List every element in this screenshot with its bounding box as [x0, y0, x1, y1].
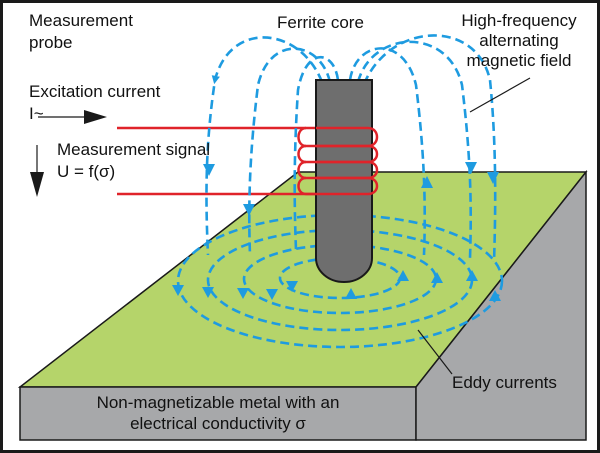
excitation-symbol: I~ [29, 104, 44, 123]
excitation-arrow [38, 110, 107, 124]
field-line [348, 47, 427, 256]
signal-arrow [30, 145, 44, 197]
probe-label-line2: probe [29, 33, 73, 52]
field-arrow [203, 164, 215, 176]
eddy-arrow [202, 287, 214, 298]
field-line [356, 40, 473, 259]
eddy-leader-line [417, 329, 453, 375]
field-arrow [487, 172, 499, 184]
coil-turn [297, 176, 379, 196]
eddy-arrow [466, 270, 478, 281]
coil [297, 126, 379, 196]
field-arrow [421, 176, 433, 188]
ferrite-core-label: Ferrite core [277, 13, 364, 32]
eddy-arrow [431, 272, 443, 283]
eddy-arrow [237, 288, 249, 299]
probe-label-line1: Measurement [29, 11, 133, 30]
metal-block [17, 169, 588, 441]
ferrite-core [315, 79, 373, 283]
field-label-line2: alternating [479, 31, 559, 50]
eddy-currents-label: Eddy currents [452, 373, 557, 392]
metal-side-face [415, 169, 587, 441]
field-line [293, 55, 340, 251]
field-arrow [243, 204, 255, 216]
eddy-current-arrows [172, 270, 501, 301]
field-label-line3: magnetic field [466, 51, 572, 70]
eddy-arrow [172, 285, 184, 296]
metal-label-line1: Non-magnetizable metal with an [96, 393, 340, 412]
field-arrow [465, 162, 477, 174]
field-label-line1: High-frequency [461, 11, 577, 30]
field-leader-line [469, 77, 531, 113]
eddy-arrow [489, 290, 501, 301]
signal-label: Measurement signal [57, 140, 211, 159]
eddy-arrow [286, 281, 298, 292]
eddy-arrow [397, 270, 409, 281]
eddy-arrow [266, 289, 278, 300]
excitation-label: Excitation current [29, 82, 161, 101]
field-line [205, 36, 324, 256]
eddy-arrow [345, 288, 357, 299]
coil-wires [117, 126, 316, 196]
signal-formula: U = f(σ) [57, 162, 116, 181]
metal-label-line2: electrical conductivity σ [130, 414, 306, 433]
